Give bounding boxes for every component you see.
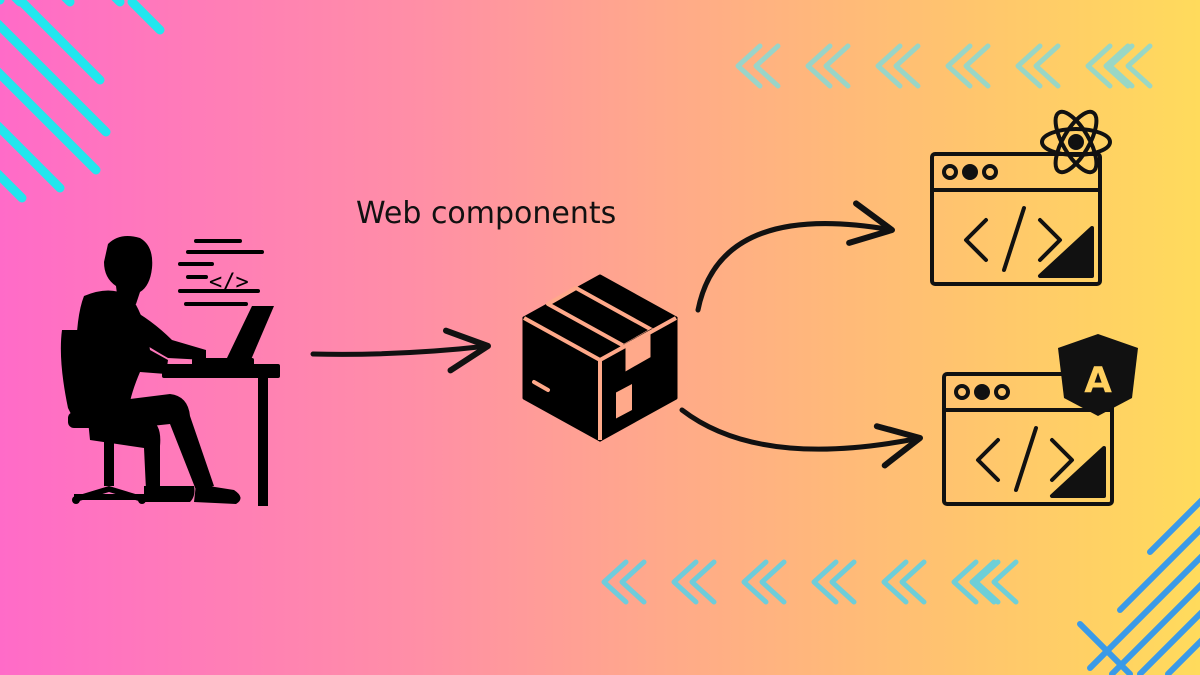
package-box-icon — [522, 274, 678, 442]
angular-logo-letter: A — [1084, 360, 1112, 401]
arrow-to-react-window — [695, 200, 895, 313]
browser-code-window-angular — [942, 372, 1114, 506]
decorative-stripes-top-left — [0, 0, 165, 203]
arrow-to-package — [310, 327, 491, 374]
decorative-stripes-bottom-right — [1077, 497, 1200, 675]
web-components-label: Web components — [356, 196, 617, 231]
chevron-row-top — [735, 43, 1153, 89]
angular-logo-icon — [1058, 334, 1138, 416]
react-logo-icon — [1040, 109, 1112, 175]
browser-code-window-react — [930, 152, 1102, 286]
arrow-to-angular-window — [679, 407, 923, 469]
chevron-row-bottom — [601, 559, 1019, 605]
developer-at-laptop-icon — [60, 236, 280, 506]
developer-code-symbol: </> — [209, 270, 249, 295]
